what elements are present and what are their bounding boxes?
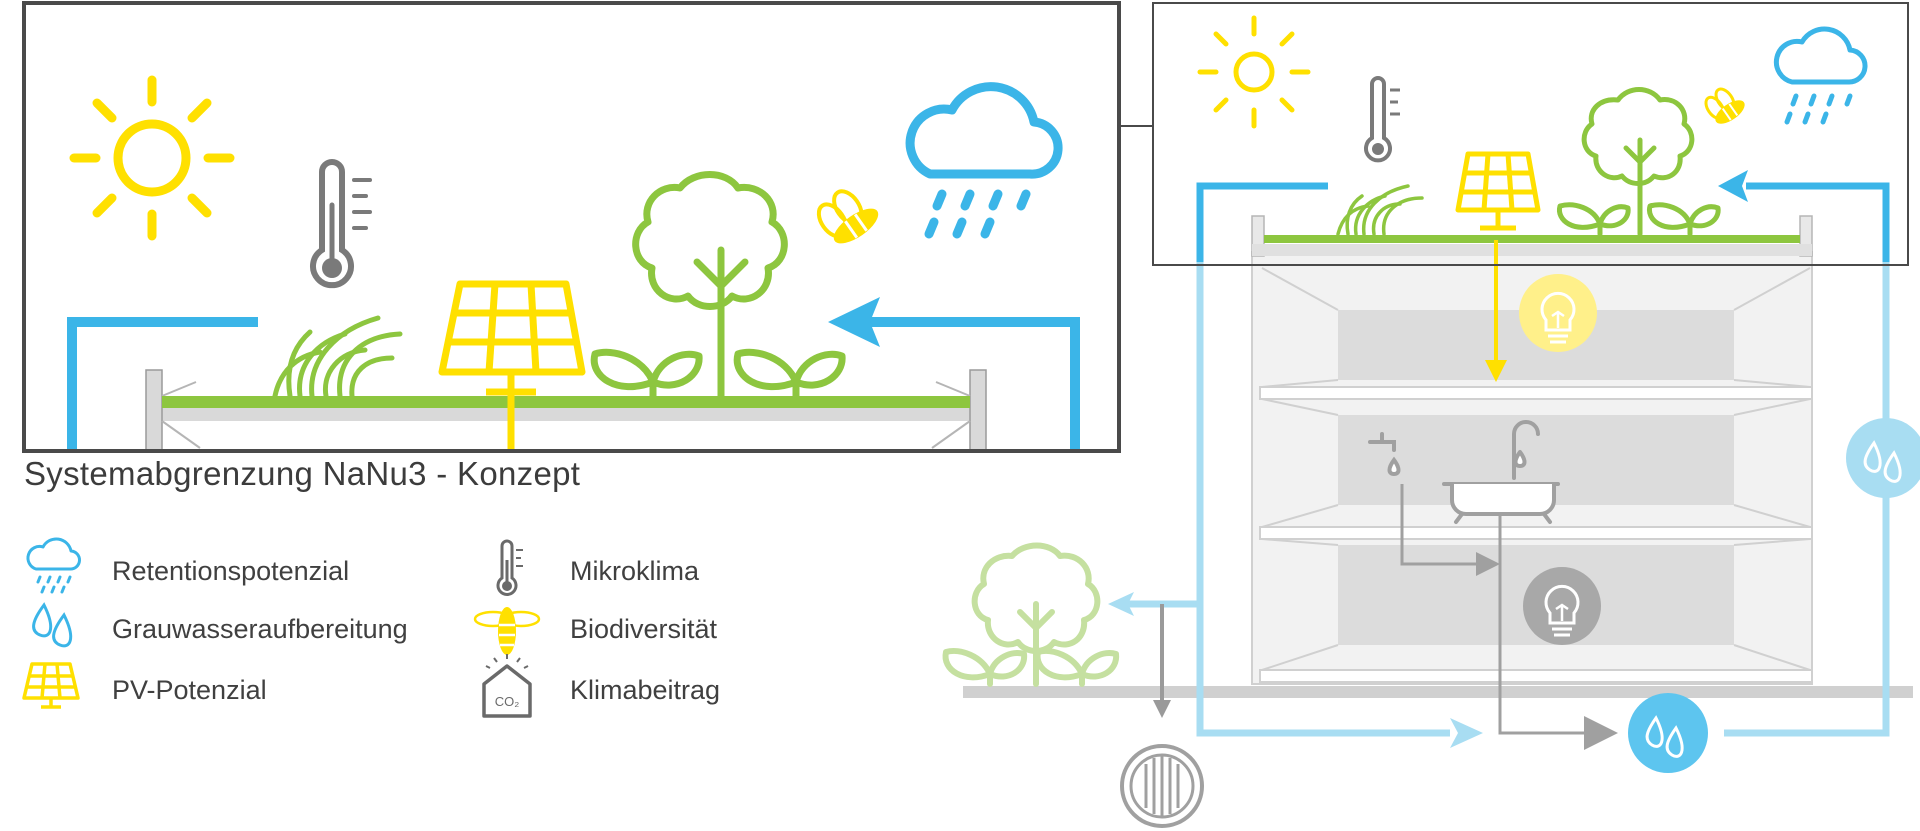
legend-label: Grauwasseraufbereitung (112, 614, 408, 644)
inset-grass-icon (1336, 184, 1424, 236)
legend-label: Biodiversität (570, 614, 718, 644)
seedling-icon (590, 348, 846, 400)
bulb-icon-grey (1523, 567, 1601, 645)
inset-rain-arrow (1718, 170, 1748, 202)
water-treatment-icon-bottom (1628, 693, 1708, 773)
legend-bee-icon (473, 607, 541, 655)
parapet-right (969, 369, 987, 453)
inset-tree-icon (1556, 87, 1721, 237)
perspective-lines (1261, 267, 1811, 671)
drain-arrow (1153, 700, 1171, 718)
greywater-down-line (1498, 514, 1588, 735)
diagram-title: Systemabgrenzung NaNu3 - Konzept (24, 455, 581, 492)
pipe-arrow-left (1108, 592, 1134, 616)
greywater-collect-arrow (1476, 552, 1500, 576)
inset-thermometer-icon (1364, 76, 1400, 163)
inset-solar-panel-icon (1455, 151, 1541, 231)
inset-frame (1152, 2, 1909, 266)
greywater-collect-line (1400, 484, 1480, 566)
building-roof-slab (1252, 244, 1812, 256)
legend-solar-panel-icon (22, 662, 80, 709)
greywater-down-arrow (1584, 716, 1618, 750)
legend-icons: CO₂ (22, 537, 541, 718)
rain-runoff-line-right (870, 317, 1080, 452)
rain-flow-arrow (828, 297, 880, 347)
parapet-left (145, 369, 163, 453)
inset-rain-line-right (1746, 182, 1890, 262)
floor-plate-3 (1259, 669, 1813, 683)
green-roof-layer (162, 396, 970, 408)
roof-top-edge-left (161, 381, 197, 397)
tree-icon (632, 171, 788, 400)
building-green-roof (1264, 235, 1800, 243)
inset-bee-icon (1704, 87, 1745, 124)
outdoor-tree-icon (942, 542, 1120, 687)
legend-thermometer-icon (496, 539, 523, 596)
roof-top-edge-right (935, 381, 971, 397)
zoom-frame (22, 1, 1121, 453)
bulb-icon-yellow (1519, 274, 1597, 352)
legend-rain-cloud-icon (26, 537, 81, 594)
legend-water-drops-icon (32, 602, 73, 648)
pipe-arrow-right (1450, 718, 1483, 748)
co2-label: CO₂ (495, 694, 520, 709)
roof-slab (146, 404, 986, 421)
legend-label: Mikroklima (570, 556, 700, 586)
ceiling-line-left (161, 420, 201, 449)
bathtub-icon (1442, 420, 1560, 524)
inset-rain-cloud-icon (1773, 26, 1868, 125)
ceiling-line-right (931, 420, 971, 449)
pv-power-arrow (1485, 360, 1507, 382)
floor-plate-1 (1259, 386, 1813, 400)
rain-runoff-line-left (67, 317, 258, 452)
rain-cloud-icon (905, 82, 1063, 239)
legend-label: PV-Potenzial (112, 675, 267, 705)
zoom-panel-roof (22, 1, 1153, 453)
building-section (942, 2, 1920, 828)
solar-panel-icon (438, 280, 586, 396)
grass-icon (272, 315, 403, 399)
floor-plate-2 (1259, 526, 1813, 540)
legend-co2-house-icon: CO₂ (482, 654, 532, 718)
bee-icon (816, 189, 879, 244)
sun-icon (69, 75, 235, 241)
faucet-icon (1368, 432, 1401, 477)
inset-sun-icon (1197, 15, 1311, 129)
sewer-grate-icon (1120, 744, 1204, 828)
ground-line (963, 686, 1913, 698)
legend-label: Klimabeitrag (570, 675, 721, 705)
inset-rain-line-left (1196, 182, 1328, 262)
legend-label: Retentionspotenzial (112, 556, 350, 586)
water-treatment-icon-right (1846, 418, 1920, 498)
thermometer-icon (310, 159, 372, 289)
